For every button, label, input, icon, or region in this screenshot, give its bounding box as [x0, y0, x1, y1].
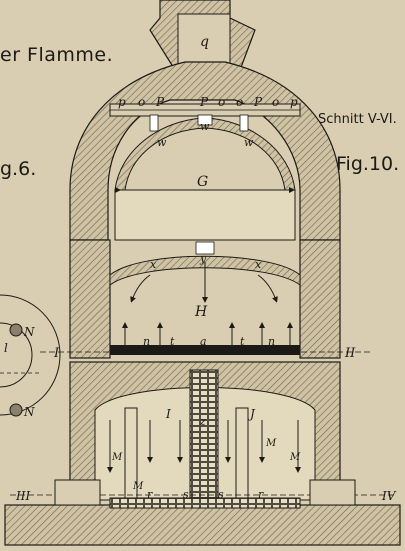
- label-port-2: o: [138, 95, 145, 109]
- base-floor: [4, 479, 401, 546]
- label-lower-right: J: [247, 407, 256, 421]
- label-fig6-l: l: [4, 341, 8, 355]
- label-lower-left: I: [165, 407, 171, 421]
- caption-fragment: er Flamme.: [0, 44, 114, 66]
- label-port-3: P: [155, 95, 165, 109]
- label-port-8: o: [272, 95, 279, 109]
- label-floor-5: n: [268, 335, 275, 348]
- label-dome-port-1: w: [157, 136, 167, 149]
- label-bottom-3: s: [218, 488, 224, 501]
- label-section-iii: III: [15, 489, 30, 503]
- label-port-1: p: [118, 95, 126, 109]
- grate-floor: [40, 322, 370, 355]
- label-chamber-h: H: [194, 304, 208, 320]
- fig6-fragment: [0, 294, 61, 417]
- section-label: Schnitt V-VI.: [318, 112, 397, 127]
- label-mid-port-3: x: [255, 258, 262, 271]
- label-floor-2: t: [170, 335, 175, 348]
- label-chimney: q: [200, 34, 209, 50]
- label-lower-shaft: z: [199, 415, 206, 428]
- label-port-9: p: [290, 95, 298, 109]
- label-port-5: o: [218, 95, 225, 109]
- port-band: [109, 103, 301, 117]
- figure-label-right: Fig.10.: [336, 153, 400, 175]
- label-port-7: P: [253, 95, 263, 109]
- label-dome-port-2: w: [200, 120, 210, 133]
- label-floor-3: a: [200, 335, 207, 348]
- label-lower-mark-2: M: [132, 481, 144, 492]
- lower-body: [69, 361, 341, 501]
- label-section-i: I: [53, 346, 60, 361]
- label-lower-mark-1: M: [111, 452, 123, 463]
- label-floor-4: t: [240, 335, 245, 348]
- label-port-4: P: [199, 95, 209, 109]
- label-bottom-2: s: [183, 488, 189, 501]
- figure-label-left: g.6.: [0, 158, 37, 180]
- label-section-iv: IV: [381, 489, 397, 503]
- label-fig6-n-bottom: N: [23, 405, 35, 419]
- label-mid-port-1: x: [150, 258, 157, 271]
- label-mid-port-2: y: [199, 252, 207, 265]
- diagram-labels: q p o P P o o P o p w w w G x y x H n t …: [4, 34, 397, 503]
- label-bottom-1: r: [147, 488, 153, 501]
- label-dome-port-3: w: [244, 136, 254, 149]
- label-floor-1: n: [143, 335, 150, 348]
- label-section-ii: II: [344, 346, 356, 361]
- label-chamber-g: G: [197, 174, 208, 190]
- middle-walls: [69, 239, 341, 359]
- label-lower-mark-3: M: [265, 438, 277, 449]
- label-lower-mark-4: M: [289, 452, 301, 463]
- label-fig6-n-top: N: [23, 325, 35, 339]
- label-port-6: o: [236, 95, 243, 109]
- chamber-g: [114, 187, 296, 241]
- label-bottom-4: r: [258, 488, 264, 501]
